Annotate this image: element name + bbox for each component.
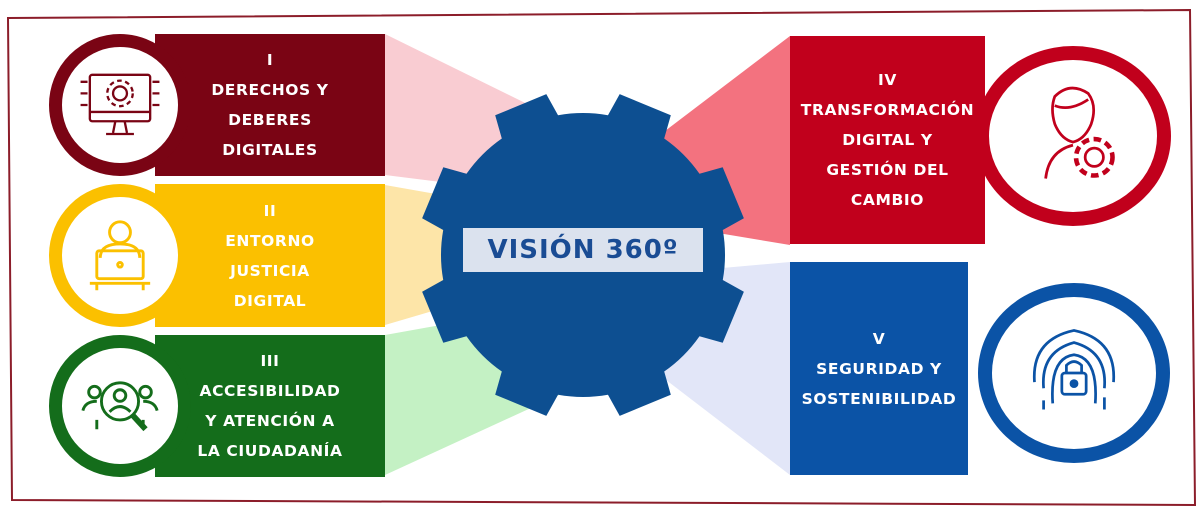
- pillar-4-line-3: GESTIÓN DEL: [826, 161, 949, 179]
- pillar-3-numeral: III: [260, 352, 280, 370]
- pillar-4-icon-circle: [975, 46, 1171, 226]
- pillar-2-line-1: ENTORNO: [225, 231, 315, 250]
- pillar-2-numeral: II: [263, 201, 277, 220]
- pillar-4-line-2: DIGITAL Y: [842, 131, 933, 149]
- pillar-3-icon-circle: [49, 335, 191, 477]
- pillar-3-line-2: Y ATENCIÓN A: [205, 412, 335, 430]
- pillar-1-icon-circle: [49, 34, 191, 176]
- pillar-1-line-2: DEBERES: [228, 111, 312, 129]
- monitor-gear-icon: [80, 73, 160, 136]
- fingerprint-lock-icon: [1032, 329, 1116, 410]
- pillar-1-line-3: DIGITALES: [222, 141, 318, 159]
- pillar-2-icon-circle: [49, 184, 191, 327]
- pillar-3-line-1: ACCESIBILIDAD: [199, 382, 341, 400]
- outer-frame: [6, 8, 1197, 507]
- pillar-4-numeral: IV: [878, 71, 897, 89]
- vision-360-label: VISIÓN 360º: [463, 228, 703, 272]
- person-gear-icon: [1044, 86, 1115, 179]
- pillar-2-line-3: DIGITAL: [233, 291, 307, 310]
- person-laptop-icon: [89, 220, 151, 291]
- pillar-1-line-1: DERECHOS Y: [211, 81, 329, 99]
- pillar-card-1: I DERECHOS Y DEBERES DIGITALES: [155, 34, 385, 176]
- pillar-5-icon-circle: [978, 283, 1170, 463]
- pillar-5-line-1: SEGURIDAD Y: [816, 359, 942, 378]
- pillar-2-line-2: JUSTICIA: [230, 261, 310, 280]
- pillar-card-4: IV TRANSFORMACIÓN DIGITAL Y GESTIÓN DEL …: [790, 36, 985, 244]
- pillar-5-line-2: SOSTENIBILIDAD: [801, 389, 957, 408]
- pillar-card-2: II ENTORNO JUSTICIA DIGITAL: [155, 184, 385, 327]
- pillar-5-numeral: V: [872, 329, 886, 348]
- pillar-card-3: III ACCESIBILIDAD Y ATENCIÓN A LA CIUDAD…: [155, 335, 385, 477]
- pillar-1-numeral: I: [266, 51, 274, 69]
- pillar-4-line-4: CAMBIO: [850, 191, 925, 209]
- pillar-card-5: V SEGURIDAD Y SOSTENIBILIDAD: [790, 262, 968, 475]
- pillar-4-line-1: TRANSFORMACIÓN: [800, 101, 975, 119]
- pillar-3-line-3: LA CIUDADANÍA: [197, 442, 343, 460]
- people-search-icon: [81, 381, 159, 432]
